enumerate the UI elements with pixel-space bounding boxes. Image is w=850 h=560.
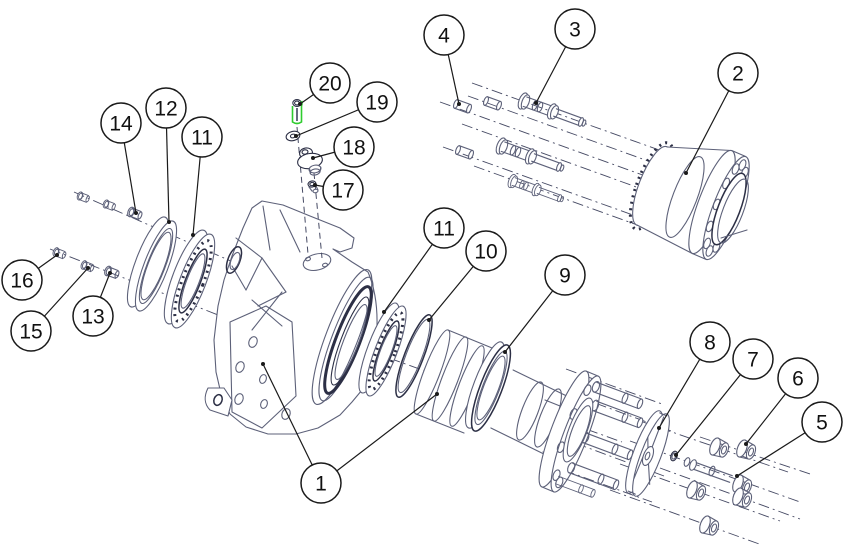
- balloon-circle-8[interactable]: [689, 321, 731, 363]
- balloon-1[interactable]: 1: [261, 362, 439, 504]
- balloon-2[interactable]: 2: [684, 52, 759, 175]
- balloon-circle-6[interactable]: [777, 357, 819, 399]
- balloon-number-12: 12: [154, 98, 177, 121]
- balloon-number-6: 6: [792, 368, 804, 391]
- balloon-4[interactable]: 4: [423, 14, 465, 106]
- balloon-15[interactable]: 15: [10, 266, 90, 352]
- balloon-number-16: 16: [10, 270, 33, 293]
- part-housing[interactable]: [204, 200, 383, 435]
- housing-top-boss: [302, 252, 332, 272]
- balloon-number-19: 19: [365, 92, 388, 115]
- balloon-11[interactable]: 11: [382, 207, 465, 314]
- balloon-17[interactable]: 17: [313, 169, 364, 211]
- balloon-number-8: 8: [704, 332, 716, 355]
- balloon-number-9: 9: [559, 265, 571, 288]
- balloon-number-11: 11: [191, 127, 213, 150]
- balloon-circle-18[interactable]: [333, 126, 375, 168]
- balloon-number-1: 1: [315, 473, 327, 496]
- part-hub-drum[interactable]: [622, 138, 758, 264]
- balloon-circle-12[interactable]: [145, 87, 187, 129]
- balloon-circle-20[interactable]: [309, 62, 351, 104]
- balloon-circle-16[interactable]: [1, 259, 43, 301]
- balloon-14[interactable]: 14: [100, 102, 142, 215]
- balloon-6[interactable]: 6: [744, 357, 819, 446]
- balloon-circle-9[interactable]: [544, 254, 586, 296]
- balloon-8[interactable]: 8: [657, 321, 731, 430]
- part-seal-ring-9[interactable]: [458, 338, 518, 435]
- balloon-circle-11[interactable]: [181, 116, 223, 158]
- housing-bore: [311, 268, 374, 406]
- balloon-circle-13[interactable]: [72, 295, 114, 337]
- balloon-circle-3[interactable]: [554, 8, 596, 50]
- part-group-plug-screws[interactable]: [285, 99, 324, 259]
- balloon-circle-5[interactable]: [801, 401, 843, 443]
- balloon-circle-17[interactable]: [322, 169, 364, 211]
- balloon-10[interactable]: 10: [427, 230, 507, 322]
- balloon-number-14: 14: [109, 113, 133, 136]
- balloon-number-3: 3: [569, 19, 581, 42]
- balloon-number-2: 2: [732, 63, 744, 86]
- part-plug-18[interactable]: [296, 147, 323, 176]
- balloon-number-4: 4: [438, 25, 450, 48]
- balloon-circle-2[interactable]: [717, 52, 759, 94]
- balloon-19[interactable]: 19: [294, 81, 398, 138]
- balloon-16[interactable]: 16: [1, 253, 59, 301]
- balloon-5[interactable]: 5: [735, 401, 843, 478]
- part-cover-plate-8[interactable]: [619, 407, 676, 499]
- balloon-circle-4[interactable]: [423, 14, 465, 56]
- part-screw-17[interactable]: [307, 180, 319, 194]
- part-bolt-5[interactable]: [683, 457, 733, 483]
- balloon-3[interactable]: 3: [534, 8, 596, 105]
- balloon-number-15: 15: [19, 321, 42, 344]
- balloon-circle-15[interactable]: [10, 310, 52, 352]
- balloon-13[interactable]: 13: [72, 271, 114, 337]
- balloon-circle-7[interactable]: [732, 338, 774, 380]
- balloon-number-11: 11: [433, 218, 455, 241]
- balloon-circle-11[interactable]: [423, 207, 465, 249]
- part-spindle-flange[interactable]: [490, 367, 645, 499]
- balloon-number-7: 7: [747, 349, 759, 372]
- balloon-20[interactable]: 20: [298, 62, 351, 106]
- balloon-circle-1[interactable]: [300, 462, 342, 504]
- balloon-number-5: 5: [816, 412, 828, 435]
- part-seal-ring-12[interactable]: [120, 213, 185, 315]
- balloon-circle-19[interactable]: [356, 81, 398, 123]
- part-flange-nuts[interactable]: [684, 435, 758, 537]
- balloon-number-20: 20: [318, 73, 341, 96]
- balloon-7[interactable]: 7: [674, 338, 774, 457]
- balloon-18[interactable]: 18: [311, 126, 375, 168]
- part-ribbed-sleeve[interactable]: [408, 327, 500, 434]
- balloon-circle-10[interactable]: [465, 230, 507, 272]
- balloon-circle-14[interactable]: [100, 102, 142, 144]
- part-bearing-11-mid[interactable]: [352, 299, 414, 400]
- balloon-number-10: 10: [474, 241, 497, 264]
- balloon-12[interactable]: 12: [145, 87, 187, 224]
- part-drive-bolts[interactable]: [493, 91, 588, 203]
- balloon-9[interactable]: 9: [503, 254, 586, 354]
- balloon-number-13: 13: [81, 306, 104, 329]
- balloon-number-18: 18: [342, 137, 365, 160]
- balloon-number-17: 17: [331, 180, 354, 203]
- part-bearing-11-left[interactable]: [156, 226, 223, 333]
- part-screw-20-highlighted[interactable]: [291, 99, 303, 125]
- balloon-11[interactable]: 11: [181, 116, 223, 237]
